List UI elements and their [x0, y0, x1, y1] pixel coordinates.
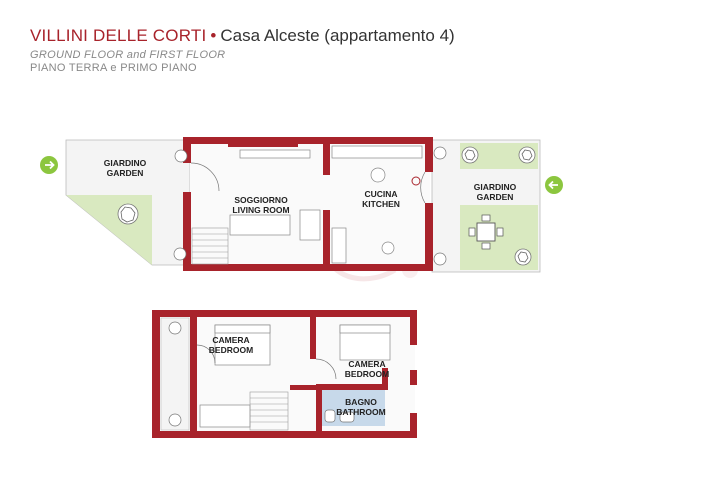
first-floor-walls: [152, 310, 417, 438]
plant-icon: [168, 321, 182, 335]
patio-table-icon: [468, 214, 504, 250]
garden-left-lawn: [66, 195, 152, 265]
tree-icon: [518, 146, 536, 164]
label-living-en: LIVING ROOM: [232, 205, 289, 215]
meter-icon: [411, 176, 421, 186]
subtitle-english: GROUND FLOOR and FIRST FLOOR: [30, 49, 226, 61]
plant-icon: [433, 146, 447, 160]
staircase: [191, 227, 229, 265]
kitchen-furniture: [331, 145, 423, 264]
label-bedroom-1-it: CAMERA: [212, 335, 249, 345]
label-bedroom-2-en: BEDROOM: [345, 369, 389, 379]
plan-header: VILLINI DELLE CORTI•Casa Alceste (appart…: [30, 26, 455, 74]
tree-icon: [461, 146, 479, 164]
subtitle-italian: PIANO TERRA e PRIMO PIANO: [30, 62, 197, 74]
entrance-arrow-left-icon: [40, 156, 58, 174]
label-garden-right-it: GIARDINO: [474, 182, 517, 192]
door-swing: [190, 162, 220, 192]
bedroom-2-furniture: [339, 324, 391, 361]
bedroom-1-furniture: [199, 324, 271, 428]
tree-icon: [514, 248, 532, 266]
label-living-it: SOGGIORNO: [234, 195, 288, 205]
ground-floor-plan: GIARDINO GARDEN SOGGIORNO LIVING ROOM CU…: [40, 137, 563, 273]
staircase-first-floor: [249, 391, 289, 431]
ground-floor-walls: [183, 137, 433, 271]
label-bathroom-en: BATHROOM: [336, 407, 385, 417]
plant-icon: [173, 247, 187, 261]
label-garden-left-en: GARDEN: [107, 168, 144, 178]
label-bathroom-it: BAGNO: [345, 397, 377, 407]
first-floor-plan: CAMERA BEDROOM CAMERA BEDROOM BAGNO BATH…: [152, 310, 417, 438]
title-bullet: •: [210, 26, 217, 45]
balcony-area: [160, 317, 190, 431]
label-garden-right-en: GARDEN: [477, 192, 514, 202]
living-furniture: [229, 149, 321, 241]
plant-icon: [174, 149, 188, 163]
bathroom-fixtures: [324, 409, 355, 423]
label-kitchen-en: KITCHEN: [362, 199, 400, 209]
tree-icon: [117, 203, 139, 225]
label-garden-left-it: GIARDINO: [104, 158, 147, 168]
label-bedroom-1-en: BEDROOM: [209, 345, 253, 355]
entrance-arrow-right-icon: [545, 176, 563, 194]
label-kitchen-it: CUCINA: [364, 189, 397, 199]
unit-name: Casa Alceste (appartamento 4): [220, 26, 455, 45]
label-bedroom-2-it: CAMERA: [348, 359, 385, 369]
door-swing: [420, 171, 426, 204]
door-swing: [196, 344, 216, 364]
plant-icon: [168, 413, 182, 427]
brand-name: VILLINI DELLE CORTI: [30, 26, 207, 45]
plant-icon: [433, 252, 447, 266]
plan-title: VILLINI DELLE CORTI•Casa Alceste (appart…: [30, 26, 455, 46]
door-swing: [315, 358, 337, 380]
